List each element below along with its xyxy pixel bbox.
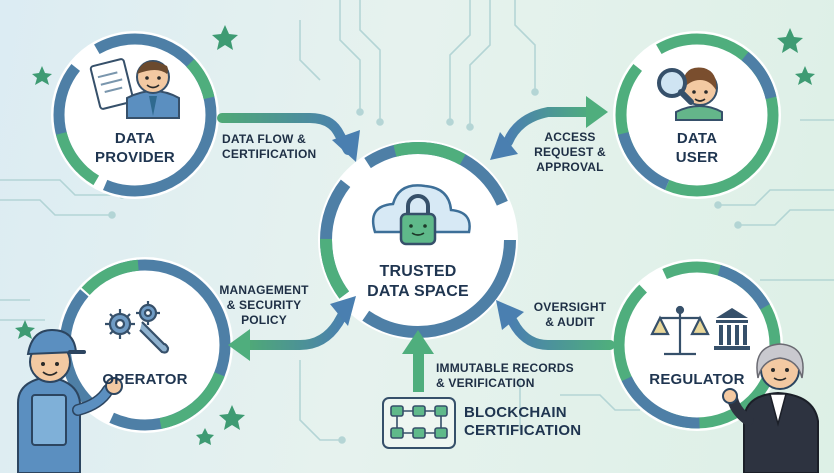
data-provider-label-line1: DATA: [95, 129, 175, 148]
flow-operator-line2: & SECURITY: [214, 298, 314, 313]
operator-label: OPERATOR: [90, 370, 200, 389]
flow-operator-line3: POLICY: [214, 313, 314, 328]
flow-label-user: ACCESS REQUEST & APPROVAL: [528, 130, 612, 175]
data-user-node: [613, 31, 781, 199]
data-user-label: DATA USER: [657, 129, 737, 167]
flow-blockchain-line2: & VERIFICATION: [436, 376, 586, 391]
flow-user-line3: APPROVAL: [528, 160, 612, 175]
blockchain-label-line1: BLOCKCHAIN: [464, 404, 604, 422]
center-label-line2: DATA SPACE: [358, 282, 478, 302]
data-user-label-line2: USER: [657, 148, 737, 167]
data-user-label-line1: DATA: [657, 129, 737, 148]
data-provider-label: DATA PROVIDER: [95, 129, 175, 167]
flow-regulator-line1: OVERSIGHT: [530, 300, 610, 315]
flow-user-line2: REQUEST &: [528, 145, 612, 160]
center-label-line1: TRUSTED: [358, 262, 478, 282]
flow-label-operator: MANAGEMENT & SECURITY POLICY: [214, 283, 314, 328]
data-provider-node: [51, 31, 219, 199]
blockchain-icon: [383, 398, 455, 448]
blockchain-label-line2: CERTIFICATION: [464, 422, 604, 440]
flow-user-line1: ACCESS: [528, 130, 612, 145]
flow-regulator-line2: & AUDIT: [530, 315, 610, 330]
flow-label-regulator: OVERSIGHT & AUDIT: [530, 300, 610, 330]
flow-provider-line2: CERTIFICATION: [222, 147, 322, 162]
flow-provider-line1: DATA FLOW &: [222, 132, 322, 147]
regulator-label: REGULATOR: [640, 370, 754, 389]
flow-label-blockchain: IMMUTABLE RECORDS & VERIFICATION: [436, 361, 586, 391]
flow-operator-line1: MANAGEMENT: [214, 283, 314, 298]
flow-blockchain-line1: IMMUTABLE RECORDS: [436, 361, 586, 376]
data-provider-label-line2: PROVIDER: [95, 148, 175, 167]
flow-label-provider: DATA FLOW & CERTIFICATION: [222, 132, 322, 162]
trusted-data-space-label: TRUSTED DATA SPACE: [358, 262, 478, 302]
blockchain-certification-label: BLOCKCHAIN CERTIFICATION: [464, 404, 604, 440]
